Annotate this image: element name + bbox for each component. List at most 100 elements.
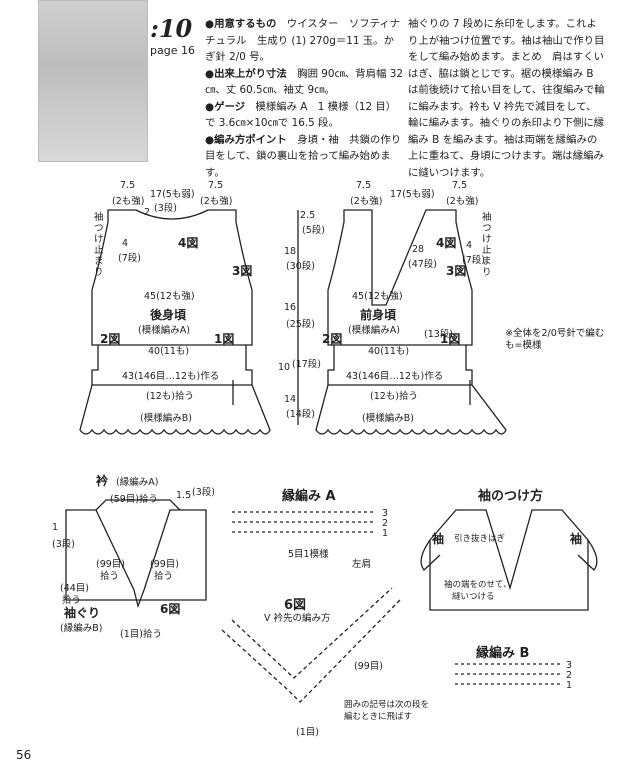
front-sleeve-pos: 袖つけ止まり <box>482 212 492 278</box>
back-top-left-dim: 7.5 <box>120 180 136 191</box>
back-top-mid-dim: 17(5も弱) <box>150 189 195 200</box>
vdim-5s: (14段) <box>286 409 316 420</box>
back-sleeve-pos: 袖つけ止まり <box>94 212 104 278</box>
fig6-sub: V 衿先の編み方 <box>264 613 331 624</box>
collar-arm-sub: (縁編みB) <box>60 623 103 634</box>
back-width-40: 40(11も) <box>148 346 190 357</box>
fig6-note2: 編むときに飛ばす <box>344 712 413 722</box>
back-hem: (模様編みB) <box>140 413 192 424</box>
collar-p99r2: 拾う <box>154 571 174 582</box>
vdim-2s: (30段) <box>286 261 316 272</box>
front-fig3: 3図 <box>446 264 467 278</box>
collar-pick59: (59目)拾う <box>110 494 159 505</box>
fig6-n1: (1目) <box>296 727 319 738</box>
front-neck-depth-rows: (47段) <box>408 259 438 270</box>
vdim-3s: (25段) <box>286 319 316 330</box>
collar-pick1: (1目)拾う <box>120 629 162 640</box>
front-neck-depth: 28 <box>412 244 425 255</box>
edgeA-r3: 3 <box>382 508 389 519</box>
item-size: ●出来上がり寸法 胸囲 90㎝、背肩幅 32㎝、丈 60.5㎝、袖丈 9㎝。 <box>205 67 403 97</box>
edgeA-r1: 1 <box>382 528 389 539</box>
collar-arm: 袖ぐり <box>64 606 101 620</box>
front-top-left-dim: 7.5 <box>356 180 372 191</box>
back-fig4: 4図 <box>178 236 199 250</box>
collar-title-sub: (縁編みA) <box>116 477 159 488</box>
front-top-mid-dim: 17(5も弱) <box>390 189 435 200</box>
fig6-title: 6図 <box>284 598 307 613</box>
front-top-right-sub: (2も強) <box>446 196 479 207</box>
front-width-43: 43(146目…12も)作る <box>346 371 444 382</box>
fig6-note1: 囲みの記号は次の段を <box>344 700 430 710</box>
front-arm-rows-sub: (7段) <box>462 255 485 266</box>
item-gauge: ●ゲージ 模様編み A 1 模様（12 目）で 3.6㎝×10㎝で 16.5 段… <box>205 100 397 130</box>
back-fig1: 1図 <box>214 332 235 346</box>
vdim-5: 14 <box>284 394 297 405</box>
front-fig2: 2図 <box>322 332 343 346</box>
edgeB-title: 縁編み B <box>476 646 530 661</box>
back-top-right-sub: (2も強) <box>200 196 233 207</box>
back-title: 後身頃 <box>150 308 187 322</box>
back-neck-rows: (3段) <box>154 203 177 214</box>
page-number: 56 <box>16 748 32 762</box>
instructions-col2: 袖ぐりの 7 段めに糸印をします。これより上が袖つけ位置です。袖は袖山で作り目を… <box>408 18 605 179</box>
collar-p99l: (99目) <box>96 559 126 570</box>
back-fig2: 2図 <box>100 332 121 346</box>
front-v-rows: (13段) <box>424 329 454 340</box>
vdim-4s: (17段) <box>292 359 322 370</box>
collar-p99l2: 拾う <box>100 571 120 582</box>
sleeve-join-center: 引き抜きはぎ <box>454 534 506 544</box>
item-materials: ●用意するもの ウイスター ソフティナ チュラル 生成り (1) 270g＝11… <box>205 18 401 63</box>
vdim-3: 16 <box>284 302 297 313</box>
edgeA-shoulder: 左肩 <box>352 559 372 570</box>
edgeB-r1: 1 <box>566 680 573 691</box>
front-hem: (模様編みB) <box>362 413 414 424</box>
pattern-number: :10 <box>150 14 193 43</box>
back-arm-rows: 4 <box>122 238 129 249</box>
sleeve-left: 袖 <box>432 532 445 546</box>
collar-p99r: (99目) <box>150 559 180 570</box>
front-fig1: 1図 <box>440 332 461 346</box>
front-top-right-dim: 7.5 <box>452 180 468 191</box>
collar-r15s: (3段) <box>192 487 215 498</box>
page-reference: page 16 <box>150 44 195 57</box>
front-width-45: 45(12も強) <box>352 291 403 302</box>
front-title: 前身頃 <box>360 308 397 322</box>
sleeve-right: 袖 <box>570 532 583 546</box>
back-width-12: (12も)拾う <box>146 391 195 402</box>
item-points: ●編み方ポイント 身頃・袖 共鎖の作り目をして、鎖の裏山を拾って編み始めます。 <box>205 133 402 179</box>
front-sub: (模様編みA) <box>348 325 400 336</box>
front-fig4: 4図 <box>436 236 457 250</box>
edgeB-r2: 2 <box>566 670 573 681</box>
back-top-left-sub: (2も強) <box>112 196 145 207</box>
edgeA-r2: 2 <box>382 518 389 529</box>
vdim-1s: (5段) <box>302 225 325 236</box>
sleeve-join-note1: 袖の端をのせて、 <box>444 580 512 590</box>
back-fig3: 3図 <box>232 264 253 278</box>
instructions-col1: ●用意するもの ウイスター ソフティナ チュラル 生成り (1) 270g＝11… <box>205 16 403 181</box>
back-width-43: 43(146目…12も)作る <box>122 371 220 382</box>
front-arm-rows: 4 <box>466 240 473 251</box>
front-note: ※全体を2/0号針で編むも=模様 <box>505 328 605 351</box>
edgeA-title: 縁編み A <box>282 489 336 504</box>
collar-l1s: (3段) <box>52 539 75 550</box>
collar-title: 衿 <box>96 474 109 488</box>
back-width-45: 45(12も強) <box>144 291 195 302</box>
collar-fig6: 6図 <box>160 602 181 616</box>
sleeve-join-note2: 縫いつける <box>452 592 495 602</box>
back-top-right-dim: 7.5 <box>208 180 224 191</box>
front-width-12: (12も)拾う <box>370 391 419 402</box>
vdim-2: 18 <box>284 246 297 257</box>
edgeB-r3: 3 <box>566 660 573 671</box>
edgeA-repeat: 5目1模様 <box>288 549 329 560</box>
collar-p44b: 拾う <box>62 595 82 606</box>
model-photo <box>38 0 148 162</box>
back-neck-dim: 2 <box>144 207 151 218</box>
vdim-4: 10 <box>278 362 291 373</box>
collar-p44: (44目) <box>60 583 90 594</box>
collar-r15: 1.5 <box>176 490 192 501</box>
fig6-n99: (99目) <box>354 661 384 672</box>
front-top-left-sub: (2も強) <box>350 196 383 207</box>
sleeve-join-title: 袖のつけ方 <box>478 489 544 504</box>
collar-l1: 1 <box>52 522 59 533</box>
